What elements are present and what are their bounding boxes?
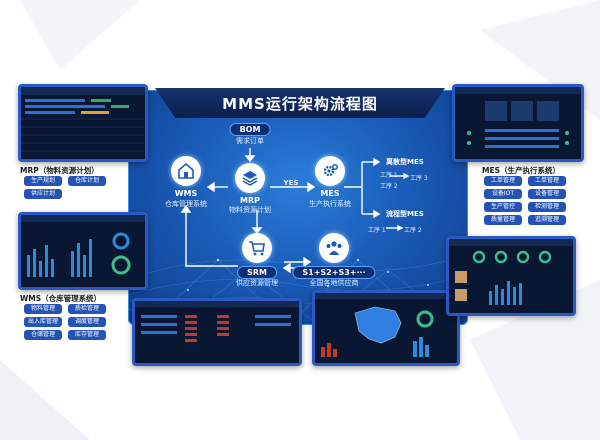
- suppliers-label[interactable]: S1+S2+S3+···: [292, 266, 376, 279]
- mes-button-2[interactable]: 工单管理: [528, 176, 566, 186]
- discrete-mes-title: 离散型MES: [386, 158, 424, 166]
- mes-button-7[interactable]: 质量管理: [484, 215, 522, 225]
- wms-button-3[interactable]: 出入库管理: [24, 317, 62, 327]
- process-step-1: 工序 1: [368, 227, 386, 234]
- wms-module-title: WMS（仓库管理系统）: [20, 294, 102, 303]
- mrp-module-title: MRP（物料资源计划）: [20, 166, 99, 175]
- mrp-button-2[interactable]: 仓库计划: [68, 176, 106, 186]
- diagram-title: MMS运行架构流程图: [155, 88, 445, 118]
- yes-edge-label: YES: [283, 179, 299, 187]
- mes-button-8[interactable]: 追溯管理: [528, 215, 566, 225]
- gear-icon-glyph: [323, 164, 338, 177]
- cart-icon-glyph: [249, 241, 265, 256]
- mrp-dashboard-graphic: [21, 87, 145, 152]
- srm-label[interactable]: SRM: [237, 266, 277, 279]
- cart-icon[interactable]: [242, 233, 272, 263]
- mes-dashboard-graphic: [455, 87, 581, 148]
- central-diagram-panel: BOM 需求订单 WMS 仓库管理系统 MRP 物料资源计划 YES MES 生…: [128, 90, 468, 325]
- wms-sub: 仓库管理系统: [165, 200, 207, 208]
- mes-dashboard-thumbnail[interactable]: [452, 84, 584, 162]
- wms-dashboard-graphic: [21, 215, 145, 277]
- srm-sub: 供应资源管理: [236, 279, 278, 287]
- mes-button-3[interactable]: 设备IOT: [484, 189, 522, 199]
- mrp-dashboard-thumbnail[interactable]: [18, 84, 148, 162]
- wms-button-1[interactable]: 物料管理: [24, 304, 62, 314]
- layers-icon[interactable]: [235, 163, 265, 193]
- mes-sub: 生产执行系统: [309, 200, 351, 208]
- discrete-step-3: 工序 3: [410, 175, 428, 182]
- supplier-map-graphic: [315, 293, 457, 357]
- mes-button-6[interactable]: 检测管理: [528, 202, 566, 212]
- mrp-button-3[interactable]: 供应计划: [24, 189, 62, 199]
- gear-icon[interactable]: [315, 156, 345, 186]
- mrp-sub: 物料资源计划: [229, 206, 271, 214]
- warehouse-icon[interactable]: [171, 156, 201, 186]
- mes-button-5[interactable]: 生产管控: [484, 202, 522, 212]
- mrp-label: MRP: [240, 196, 260, 205]
- process-mes-title: 流程型MES: [386, 210, 424, 218]
- wms-dashboard-thumbnail[interactable]: [18, 212, 148, 290]
- process-step-2: 工序 2: [404, 227, 422, 234]
- suppliers-sub: 全国各地供应商: [309, 279, 359, 287]
- flow-arrows: [180, 148, 410, 274]
- wms-button-5[interactable]: 仓储管理: [24, 330, 62, 340]
- mes-monitor-thumbnail[interactable]: [446, 236, 576, 316]
- warehouse-icon-glyph: [178, 162, 194, 179]
- layers-icon-glyph: [242, 171, 258, 186]
- people-icon[interactable]: [319, 233, 349, 263]
- mes-monitor-graphic: [449, 239, 573, 305]
- bom-sub: 需求订单: [236, 137, 264, 145]
- mrp-button-1[interactable]: 生产规划: [24, 176, 62, 186]
- mes-label: MES: [320, 189, 340, 198]
- supplier-map-thumbnail[interactable]: [312, 290, 460, 366]
- people-icon-glyph: [326, 241, 342, 255]
- discrete-step-1: 工序 1: [380, 172, 398, 179]
- wms-button-6[interactable]: 库存管理: [68, 330, 106, 340]
- srm-dashboard-graphic: [135, 301, 299, 342]
- srm-dashboard-thumbnail[interactable]: [132, 298, 302, 366]
- wms-button-2[interactable]: 质检管理: [68, 304, 106, 314]
- discrete-step-2: 工序 2: [380, 183, 398, 190]
- wms-button-4[interactable]: 调度管理: [68, 317, 106, 327]
- mes-module-title: MES（生产执行系统）: [482, 166, 560, 175]
- bom-label[interactable]: BOM: [229, 123, 271, 136]
- mes-button-1[interactable]: 工单管理: [484, 176, 522, 186]
- mes-button-4[interactable]: 设备管理: [528, 189, 566, 199]
- wms-label: WMS: [174, 189, 198, 198]
